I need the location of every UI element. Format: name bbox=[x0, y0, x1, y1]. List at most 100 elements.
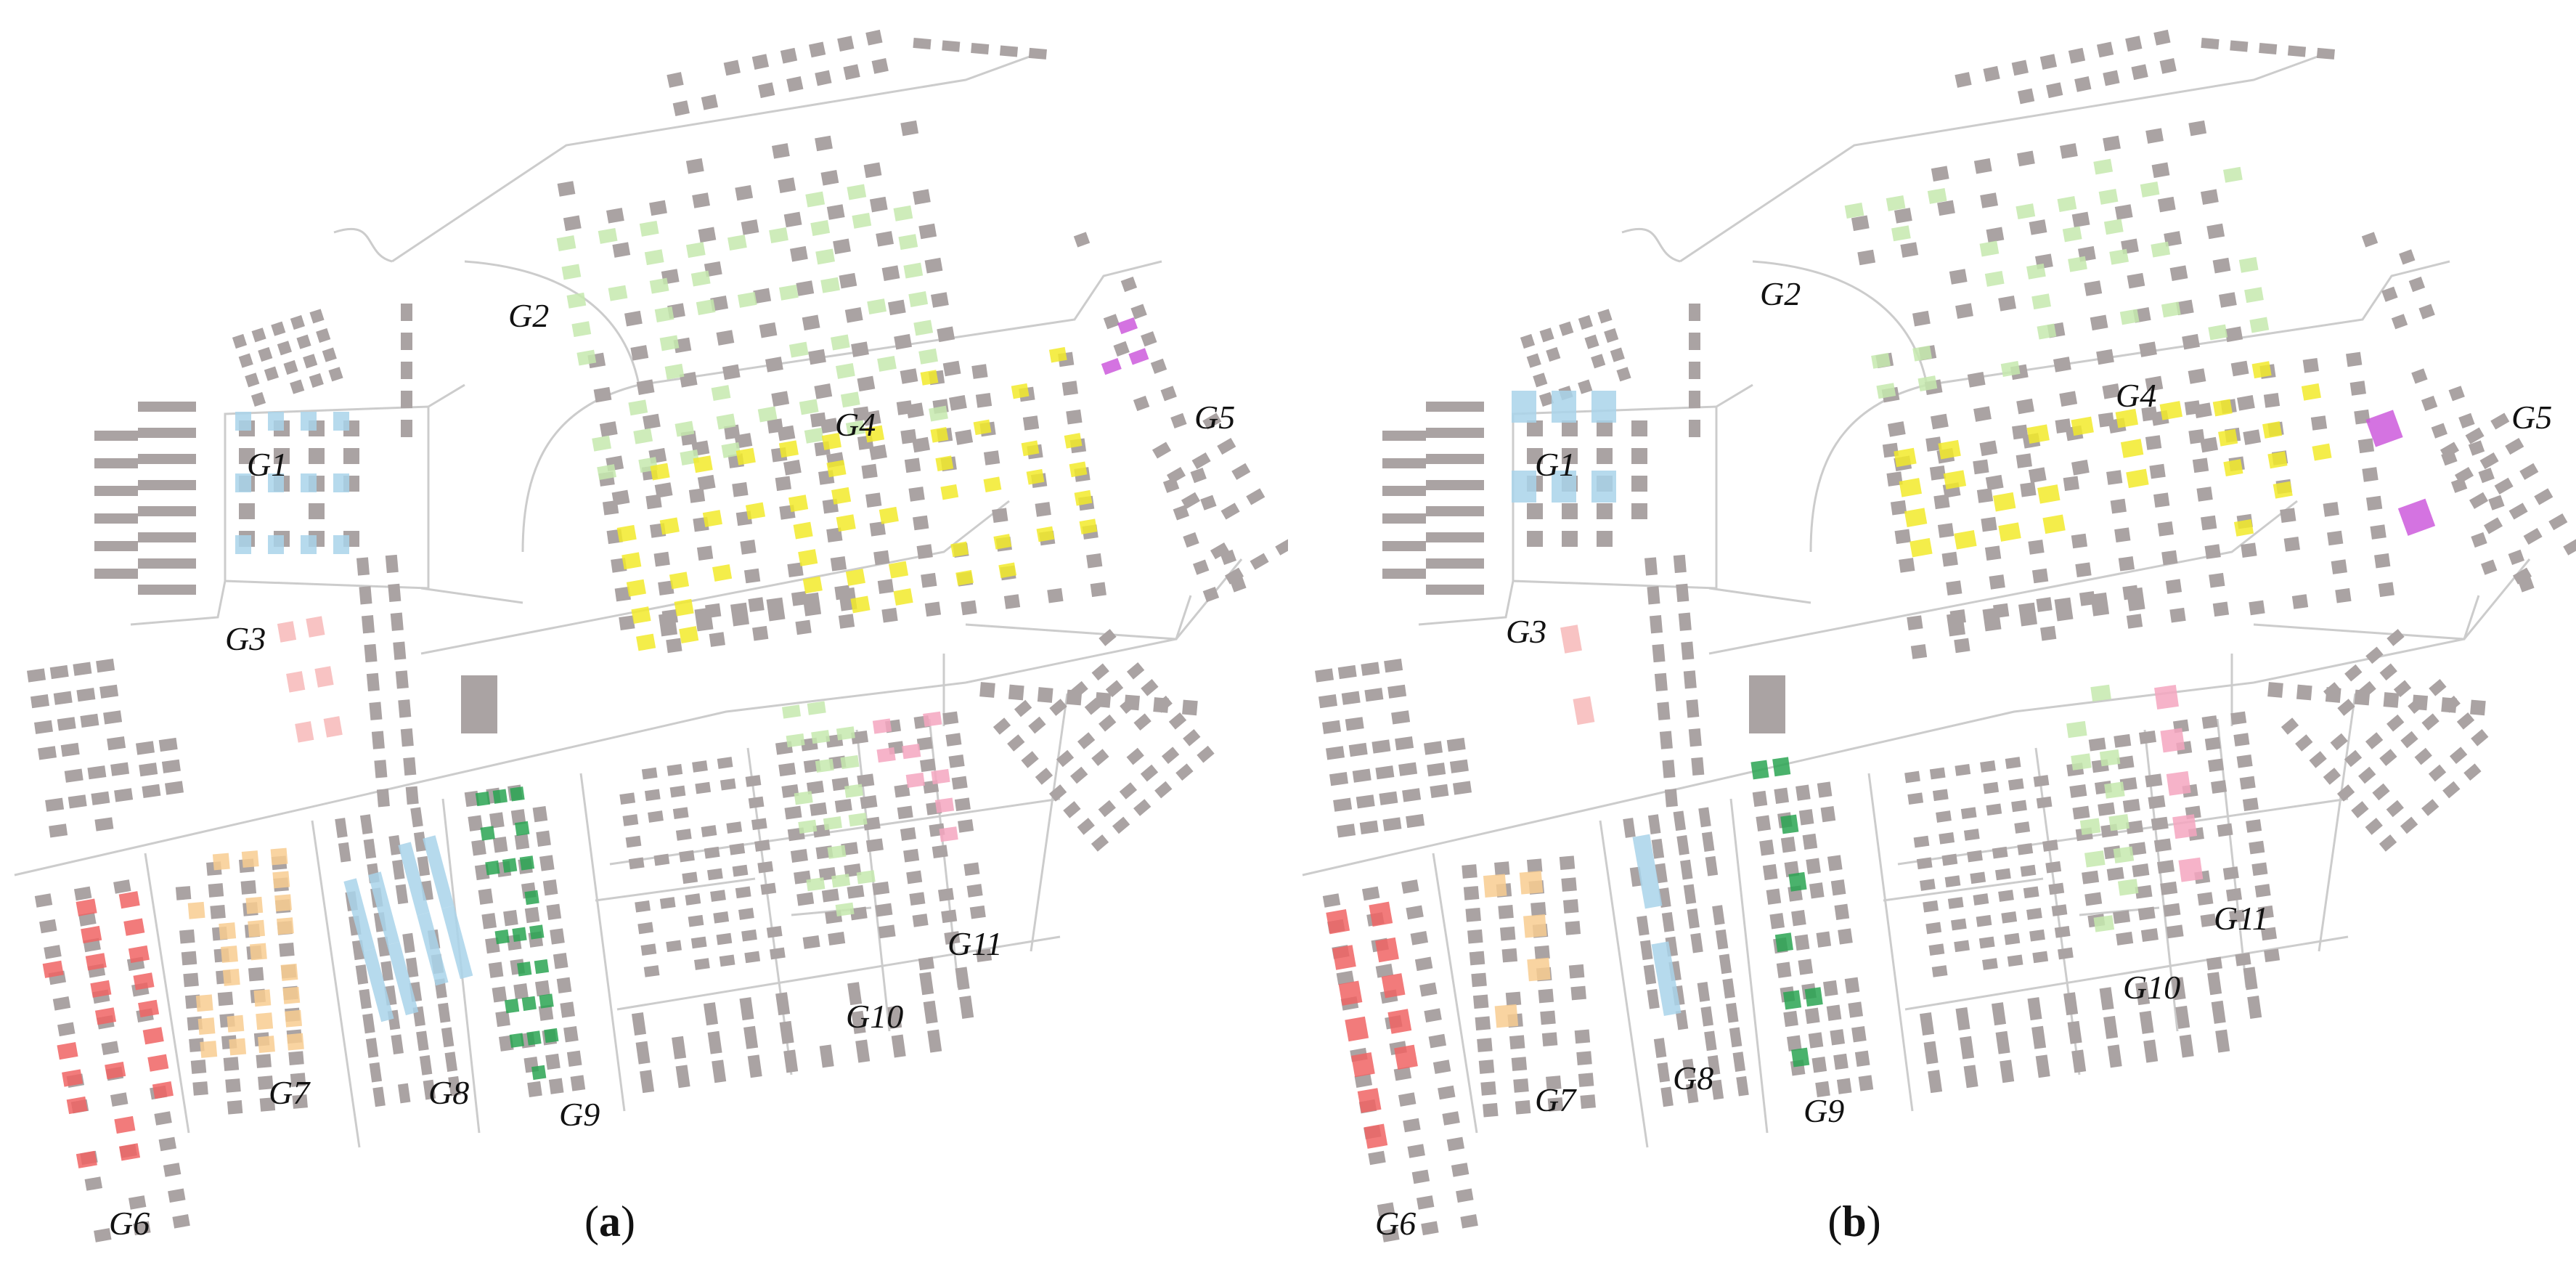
building bbox=[1210, 542, 1230, 560]
group-g4-building bbox=[1036, 526, 1055, 542]
group-g9-building bbox=[494, 929, 510, 945]
building bbox=[2106, 470, 2123, 485]
group-g2-building bbox=[836, 362, 855, 379]
group-g2-building bbox=[805, 191, 826, 208]
building bbox=[2264, 948, 2281, 963]
building bbox=[1806, 858, 1821, 874]
building bbox=[1411, 1169, 1430, 1184]
building bbox=[1664, 789, 1678, 808]
group-g4-building bbox=[2233, 518, 2254, 537]
road bbox=[1708, 500, 2298, 655]
building bbox=[2122, 798, 2140, 813]
building bbox=[1983, 65, 2000, 82]
building bbox=[84, 1176, 103, 1191]
building bbox=[2519, 463, 2539, 480]
building bbox=[2488, 495, 2505, 511]
group-g2-building bbox=[2249, 317, 2270, 333]
building bbox=[391, 1034, 404, 1055]
building bbox=[1574, 1029, 1591, 1044]
building bbox=[720, 778, 736, 791]
group-g6-building bbox=[76, 898, 97, 916]
group-g8-building bbox=[1632, 834, 1663, 909]
building bbox=[1780, 837, 1796, 853]
building bbox=[1711, 1079, 1724, 1100]
building bbox=[1099, 629, 1117, 646]
building bbox=[2131, 64, 2148, 81]
group-g1-building bbox=[1591, 471, 1616, 503]
building bbox=[1438, 1085, 1456, 1100]
group-g10-building bbox=[2117, 879, 2139, 896]
group-g10-building bbox=[2093, 915, 2115, 932]
building bbox=[732, 864, 749, 877]
building bbox=[1231, 463, 1251, 480]
building bbox=[161, 759, 181, 773]
building bbox=[1559, 855, 1576, 871]
building bbox=[2254, 884, 2271, 898]
building bbox=[2217, 823, 2233, 837]
building bbox=[1126, 747, 1144, 765]
building bbox=[53, 691, 73, 705]
group-g9-building bbox=[1788, 871, 1807, 892]
building bbox=[2063, 476, 2079, 492]
group-g2-building bbox=[1844, 203, 1864, 219]
group-g6-building bbox=[1326, 908, 1350, 935]
building bbox=[887, 299, 906, 316]
building bbox=[2471, 532, 2487, 548]
group-g10-building bbox=[823, 816, 842, 831]
building bbox=[1382, 513, 1426, 524]
building bbox=[659, 612, 677, 637]
group-g10-building bbox=[840, 755, 860, 770]
building bbox=[2007, 954, 2023, 967]
building bbox=[139, 762, 158, 777]
building bbox=[2465, 427, 2485, 444]
building bbox=[630, 345, 649, 361]
building bbox=[1361, 662, 1380, 676]
building bbox=[625, 835, 642, 848]
building bbox=[1130, 304, 1147, 320]
building bbox=[1382, 569, 1426, 579]
group-g4-building bbox=[2120, 439, 2144, 458]
building bbox=[913, 37, 932, 50]
building bbox=[924, 257, 943, 274]
building bbox=[853, 406, 870, 422]
group-g7-building bbox=[227, 1014, 245, 1033]
building bbox=[397, 1083, 411, 1104]
building bbox=[138, 402, 196, 412]
building bbox=[2145, 435, 2162, 450]
building bbox=[417, 855, 431, 877]
building bbox=[876, 231, 894, 247]
building bbox=[1463, 886, 1480, 900]
group-g9-building bbox=[1804, 987, 1823, 1007]
building bbox=[869, 196, 888, 213]
building bbox=[1181, 492, 1201, 509]
building bbox=[403, 757, 417, 776]
group-g7-building bbox=[195, 994, 213, 1012]
building bbox=[2365, 818, 2383, 835]
building bbox=[871, 58, 889, 74]
building bbox=[1960, 807, 1977, 820]
building bbox=[356, 557, 370, 576]
building bbox=[1407, 1144, 1425, 1158]
building bbox=[2098, 412, 2115, 428]
group-g6-building bbox=[118, 891, 140, 909]
building bbox=[91, 791, 110, 805]
building bbox=[2016, 398, 2034, 415]
group-g1-building bbox=[235, 473, 251, 492]
building bbox=[309, 448, 325, 464]
building bbox=[975, 392, 993, 408]
group-g4-building bbox=[1011, 383, 1030, 399]
group-g8-building bbox=[387, 941, 419, 1016]
building bbox=[1387, 684, 1407, 699]
group-g2-building bbox=[2068, 256, 2087, 272]
label-g10: G10 bbox=[2123, 969, 2180, 1006]
building bbox=[937, 326, 955, 343]
building bbox=[942, 711, 959, 725]
building bbox=[669, 785, 686, 798]
building bbox=[1916, 857, 1933, 870]
building bbox=[2249, 840, 2265, 855]
building bbox=[1963, 1065, 1978, 1089]
building bbox=[2045, 861, 2062, 874]
group-g6-building bbox=[123, 918, 145, 936]
building bbox=[869, 444, 887, 460]
building bbox=[921, 572, 937, 588]
